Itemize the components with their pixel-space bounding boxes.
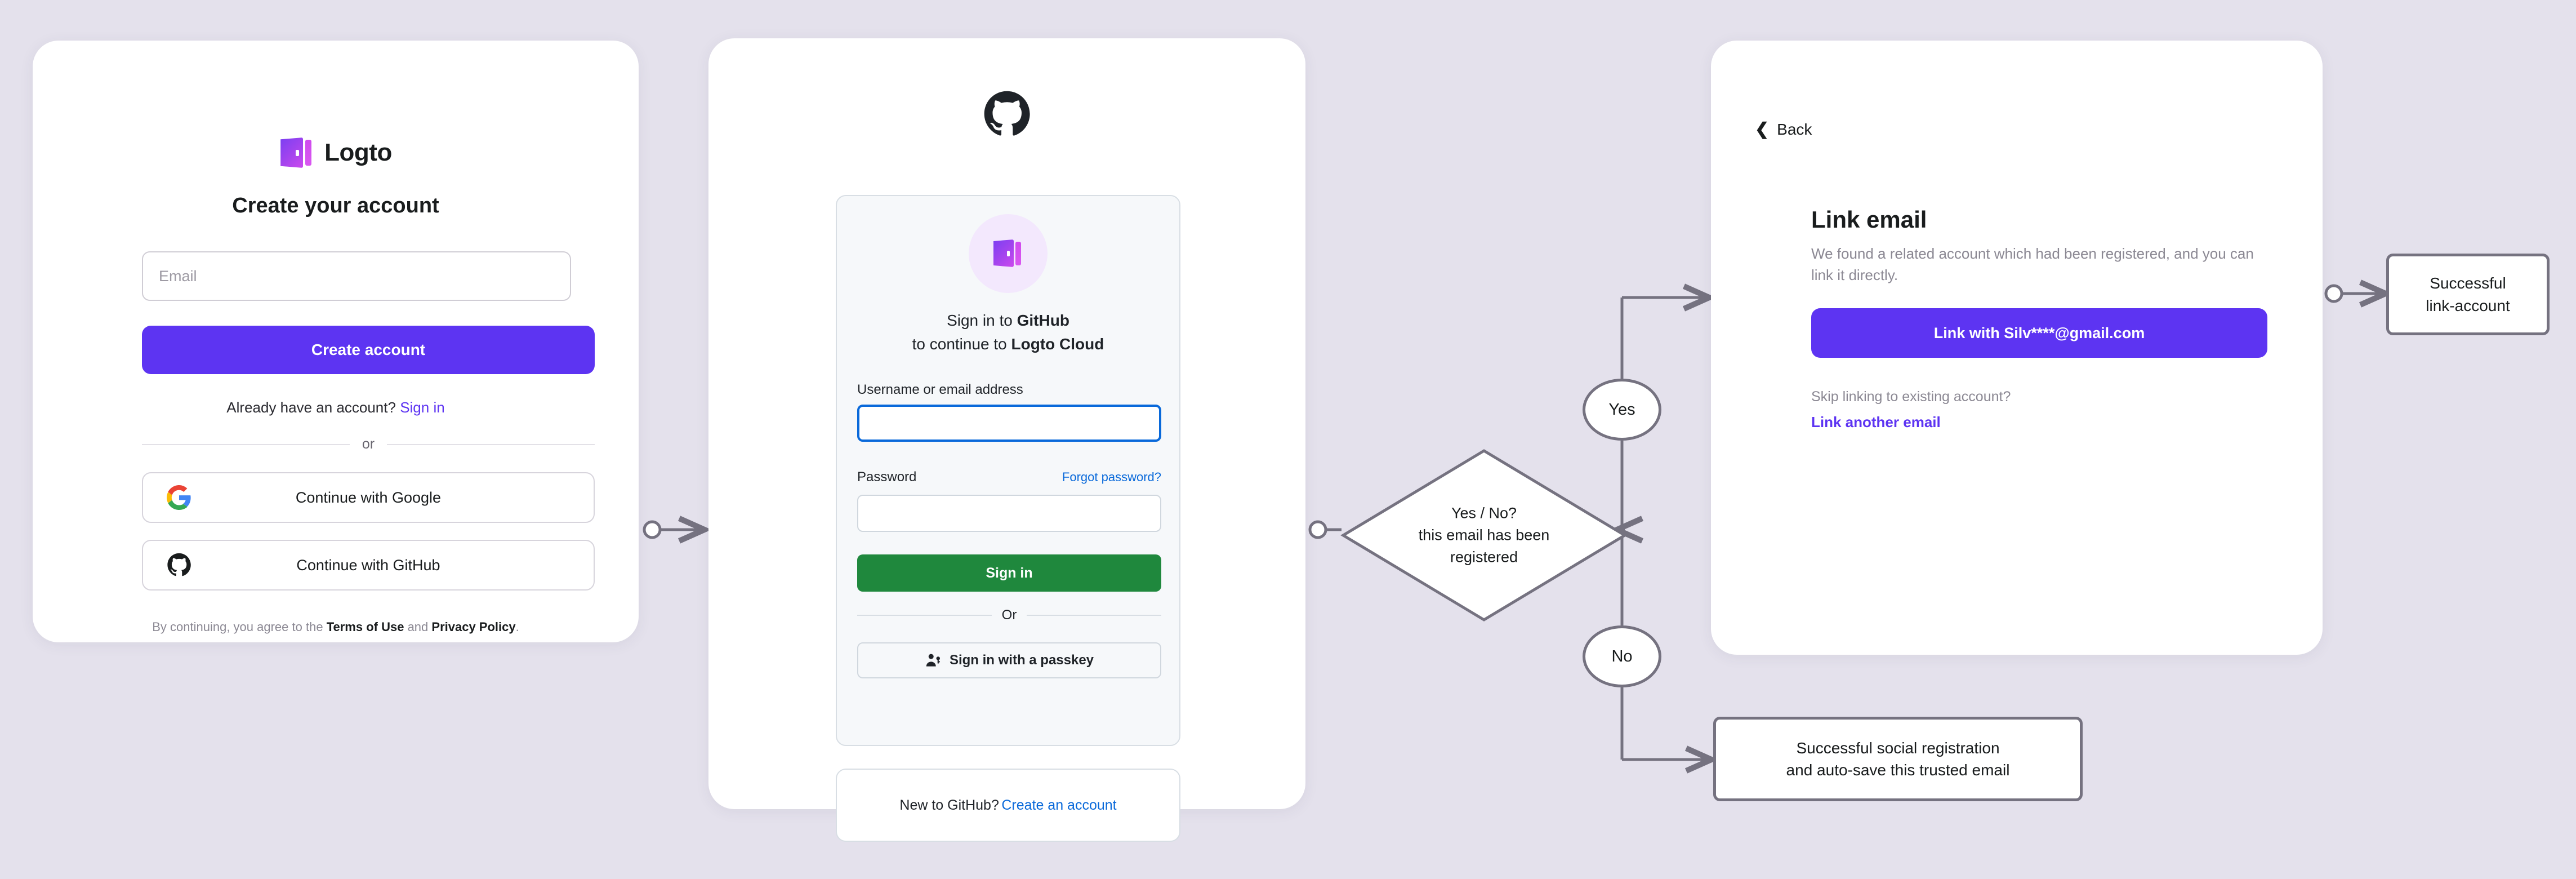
decision-line-2: this email has been — [1418, 526, 1550, 544]
github-signin-panel: Sign in to GitHub to continue to Logto C… — [836, 195, 1180, 746]
chevron-left-icon: ❮ — [1755, 120, 1770, 139]
forgot-password-link[interactable]: Forgot password? — [1062, 470, 1161, 484]
headline-provider: GitHub — [1017, 312, 1069, 329]
logto-brand: Logto — [33, 135, 639, 170]
already-have-account-row: Already have an account? Sign in — [33, 399, 639, 416]
sign-in-with-passkey-button[interactable]: Sign in with a passkey — [857, 642, 1161, 678]
privacy-policy-link[interactable]: Privacy Policy — [431, 620, 516, 634]
google-icon — [167, 485, 191, 510]
or-divider: or — [142, 436, 595, 452]
continue-with-google-label: Continue with Google — [295, 489, 442, 506]
logto-door-icon — [279, 135, 314, 170]
divider-label: or — [362, 436, 375, 452]
headline-line1-prefix: Sign in to — [947, 312, 1013, 329]
github-mark-icon — [984, 91, 1030, 136]
decision-line-1: Yes / No? — [1451, 504, 1517, 522]
decision-line-3: registered — [1450, 548, 1518, 566]
already-have-account-label: Already have an account? — [226, 399, 396, 416]
github-signup-footer: New to GitHub? Create an account — [836, 769, 1180, 842]
continue-with-github-label: Continue with GitHub — [296, 556, 440, 574]
github-icon — [167, 553, 191, 576]
link-email-description: We found a related account which had bee… — [1811, 245, 2254, 283]
logto-wordmark: Logto — [324, 139, 392, 166]
branch-no-node: No — [1583, 625, 1661, 687]
email-field[interactable]: Email — [142, 251, 571, 301]
github-signin-headline: Sign in to GitHub to continue to Logto C… — [837, 309, 1179, 356]
divider-rule-right — [1027, 615, 1162, 616]
divider-label: Or — [1001, 607, 1017, 623]
decision-diamond: Yes / No? this email has been registered — [1343, 451, 1625, 620]
outcome-successful-social-registration: Successful social registration and auto-… — [1713, 717, 2083, 801]
terms-conjunction: and — [407, 620, 429, 634]
link-email-card: ❮ Back Link email We found a related acc… — [1711, 41, 2323, 655]
logto-signup-card: Logto Create your account Email Create a… — [33, 41, 639, 642]
password-label: Password — [857, 469, 917, 485]
back-button[interactable]: ❮ Back — [1755, 121, 1812, 139]
passkey-label: Sign in with a passkey — [949, 652, 1094, 668]
terms-suffix: . — [515, 620, 519, 634]
skip-linking-question: Skip linking to existing account? — [1811, 389, 2011, 405]
headline-line2-prefix: to continue to — [912, 335, 1007, 353]
new-to-github-label: New to GitHub? — [899, 797, 999, 813]
terms-prefix: By continuing, you agree to the — [152, 620, 323, 634]
decision-label: Yes / No? this email has been registered — [1343, 502, 1625, 568]
github-signin-card: Sign in to GitHub to continue to Logto C… — [708, 38, 1305, 842]
outcome-successful-link-account: Successful link-account — [2386, 254, 2550, 335]
github-sign-in-button[interactable]: Sign in — [857, 554, 1161, 592]
terms-notice: By continuing, you agree to the Terms of… — [33, 620, 639, 634]
username-label: Username or email address — [857, 382, 1023, 397]
password-input[interactable] — [857, 495, 1161, 532]
divider-rule-right — [387, 443, 595, 445]
outcome-social-line-2: and auto-save this trusted email — [1786, 761, 2010, 779]
page-title: Create your account — [232, 194, 439, 217]
terms-of-use-link[interactable]: Terms of Use — [326, 620, 404, 634]
passkey-person-key-icon — [926, 654, 940, 667]
continue-with-github-button[interactable]: Continue with GitHub — [142, 540, 595, 591]
outcome-link-line-2: link-account — [2426, 296, 2510, 314]
branch-yes-node: Yes — [1583, 379, 1661, 441]
link-email-title: Link email — [1811, 206, 1927, 233]
sign-in-link[interactable]: Sign in — [400, 399, 445, 416]
username-input[interactable] — [857, 405, 1161, 442]
app-avatar — [969, 214, 1048, 293]
divider-rule-left — [142, 443, 350, 445]
back-label: Back — [1777, 121, 1812, 138]
email-placeholder: Email — [159, 267, 197, 285]
outcome-link-line-1: Successful — [2430, 274, 2506, 292]
create-account-button[interactable]: Create account — [142, 326, 595, 374]
create-an-account-link[interactable]: Create an account — [1001, 797, 1117, 813]
logto-door-icon — [992, 238, 1024, 269]
outcome-social-line-1: Successful social registration — [1796, 739, 2000, 757]
link-with-email-button[interactable]: Link with Silv****@gmail.com — [1811, 308, 2267, 358]
continue-with-google-button[interactable]: Continue with Google — [142, 472, 595, 523]
divider-rule-left — [857, 615, 992, 616]
link-another-email-link[interactable]: Link another email — [1811, 414, 1941, 430]
password-row: Password Forgot password? — [857, 469, 1161, 485]
headline-app-name: Logto Cloud — [1011, 335, 1104, 353]
github-or-divider: Or — [857, 607, 1162, 623]
